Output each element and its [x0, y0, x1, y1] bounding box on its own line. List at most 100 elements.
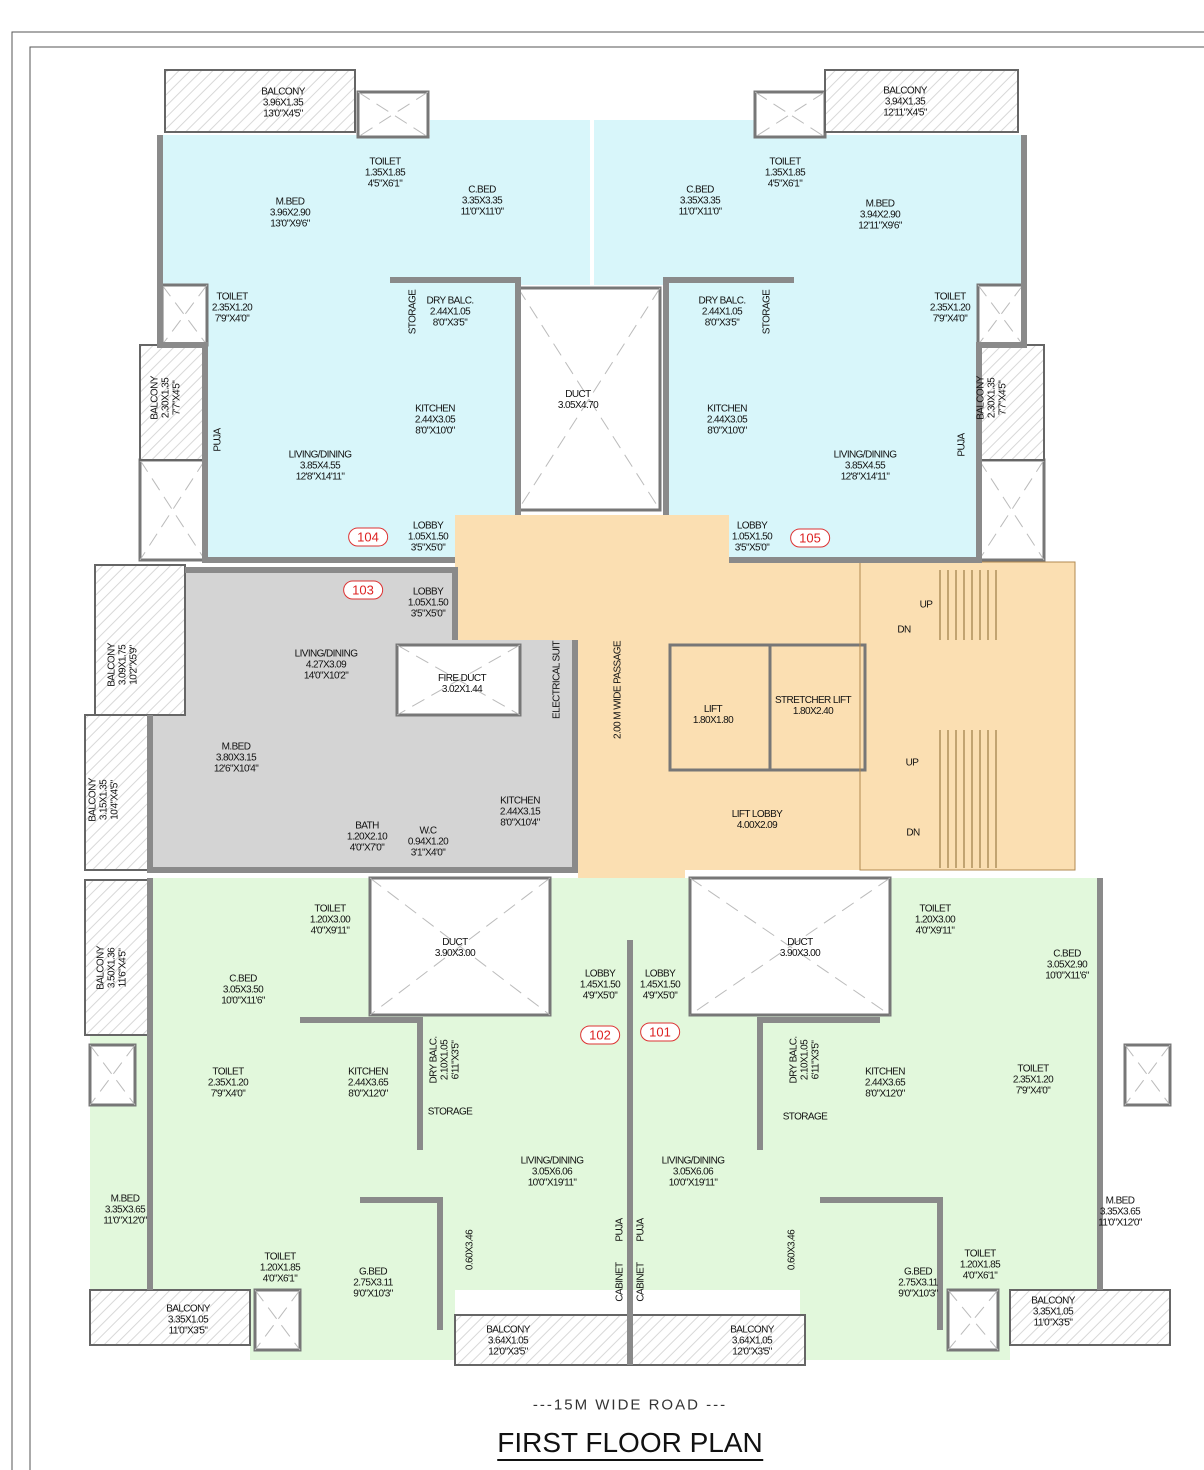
room-label-puja: PUJA: [636, 1218, 647, 1241]
room-label-electrical-suit: ELECTRICAL SUIT: [552, 641, 563, 719]
room-size-metric: 1.35X1.85: [364, 167, 406, 179]
room-size-imperial: 11'0"X12'0": [103, 1215, 147, 1227]
wall: [147, 567, 578, 873]
duct-cross-line: [689, 877, 891, 1016]
room-size-imperial: 12'8"X14'11": [840, 471, 890, 483]
room-name: BALCONY: [883, 85, 927, 97]
room-size-imperial: 3'5"X5'0": [410, 542, 446, 554]
room-size-metric: 2.30X1.35: [160, 377, 172, 419]
room-name: 0.60X3.46: [464, 1229, 476, 1271]
room-size-metric: 2.44X3.05: [414, 414, 456, 426]
room-name: TOILET: [314, 903, 346, 915]
room-name: PUJA: [956, 433, 968, 457]
room-size-imperial: 4'5"X6'1": [767, 178, 803, 190]
room-name: BALCONY: [166, 1303, 210, 1315]
room-size-imperial: 7'7"X4'5": [171, 380, 183, 416]
room-size-imperial: 12'11"X9'6": [858, 220, 902, 232]
room-label-storage: STORAGE: [408, 290, 419, 335]
room-size-metric: 1.05X1.50: [407, 531, 449, 543]
room-name: STORAGE: [407, 289, 419, 335]
room-size-imperial: 11'0"X12'0": [1098, 1217, 1142, 1229]
room-size-imperial: 9'0"X10'3": [353, 1288, 393, 1300]
room-size-metric: 3.35X1.05: [167, 1314, 209, 1326]
room-name: TOILET: [1017, 1063, 1049, 1075]
room-size-imperial: 10'0"X19'11": [527, 1177, 577, 1189]
duct-cross-line: [254, 1289, 301, 1351]
room-name: FIRE DUCT: [438, 673, 487, 684]
room-name: C.BED: [229, 973, 257, 985]
room-name: STORAGE: [782, 1111, 828, 1123]
room-size-metric: 1.35X1.85: [764, 167, 806, 179]
room-name: PUJA: [614, 1218, 626, 1242]
room-name: C.BED: [686, 184, 714, 196]
balcony-area: [164, 69, 356, 133]
unit-number-badge: 105: [790, 528, 830, 548]
room-name: KITCHEN: [415, 403, 455, 415]
room-name: LOBBY: [644, 968, 676, 980]
room-size-metric: 3.85X4.55: [299, 460, 341, 472]
room-size-imperial: 7'7"X4'5": [997, 380, 1009, 416]
balcony-area: [84, 879, 151, 1036]
room-size-metric: 2.75X3.11: [898, 1277, 938, 1289]
room-label-storage: STORAGE: [783, 1112, 828, 1123]
room-name: CABINET: [635, 1262, 647, 1302]
room-size-metric: 2.10X1.05: [439, 1039, 451, 1081]
room-size-imperial: 12'0"X3'5": [732, 1346, 772, 1358]
room-name: DRY BALC.: [698, 295, 746, 307]
room-size-imperial: 11'6"X4'5": [117, 948, 129, 988]
room-name: TOILET: [216, 291, 248, 303]
room-size-metric: 1.05X1.50: [407, 597, 449, 609]
room-label-up: UP: [906, 758, 919, 769]
room-label-storage: STORAGE: [762, 290, 773, 335]
room-name: DUCT: [787, 937, 813, 948]
room-size-metric: 1.20X3.00: [309, 914, 351, 926]
balcony-area: [629, 1314, 806, 1366]
room-name: UP: [919, 599, 933, 611]
duct-cross-line: [978, 459, 1045, 561]
duct-cross-line: [754, 91, 826, 138]
room-size-imperial: 7'9"X4'0": [214, 313, 250, 325]
room-name: BALCONY: [730, 1324, 774, 1336]
room-size-imperial: 8'0"X10'0": [707, 425, 747, 437]
duct-cross-line: [357, 91, 429, 138]
room-size-metric: 3.09X1.75: [117, 644, 129, 686]
room-size-metric: 2.75X3.11: [353, 1277, 393, 1289]
room-label-0-60x3-46: 0.60X3.46: [787, 1230, 798, 1270]
room-size-metric: 3.35X3.35: [461, 195, 503, 207]
room-name: C.BED: [468, 184, 496, 196]
room-size-imperial: 3'5"X5'0": [734, 542, 770, 554]
room-size-metric: 2.10X1.05: [799, 1039, 811, 1081]
room-size-metric: 3.05X3.50: [222, 984, 264, 996]
room-name: LOBBY: [412, 586, 444, 598]
room-size-metric: 3.64X1.05: [731, 1335, 773, 1347]
plan-title: FIRST FLOOR PLAN: [497, 1427, 763, 1461]
room-size-metric: 2.35X1.20: [211, 302, 253, 314]
wall: [390, 277, 794, 515]
duct-cross-line: [89, 1044, 136, 1106]
room-name: KITCHEN: [500, 795, 540, 807]
room-size-metric: 2.44X3.65: [347, 1077, 389, 1089]
balcony-area: [89, 1289, 251, 1346]
room-label-storage: STORAGE: [428, 1107, 473, 1118]
room-size-metric: 1.20X3.00: [914, 914, 956, 926]
room-size-imperial: 4'0"X6'1": [962, 1270, 998, 1282]
room-size-metric: 4.00X2.09: [736, 820, 778, 831]
room-label-puja: PUJA: [213, 428, 224, 451]
